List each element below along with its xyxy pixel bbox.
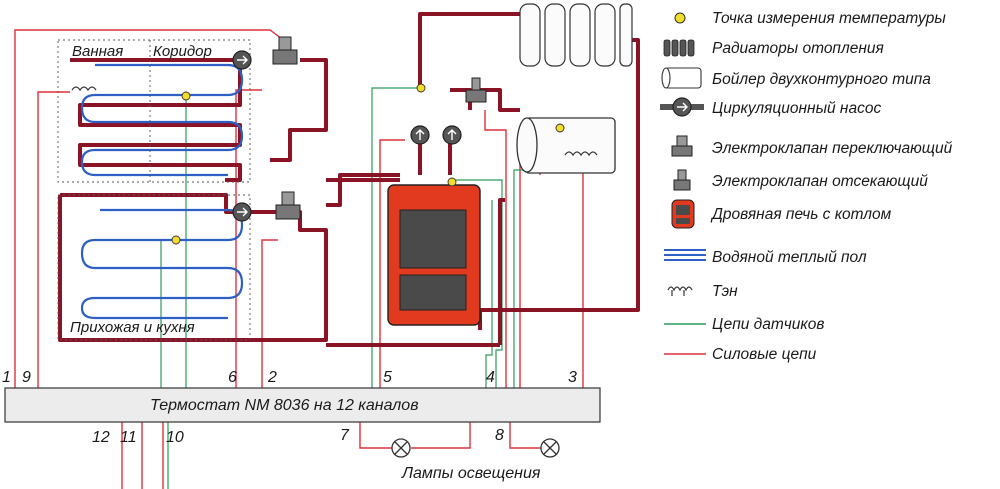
legend-stove-label: Дровяная печь с котлом — [710, 206, 892, 223]
legend-boiler-label: Бойлер двухконтурного типа — [712, 71, 931, 88]
channel-8: 8 — [495, 427, 504, 444]
legend-radiators-label: Радиаторы отопления — [712, 40, 884, 57]
room-hall-kitchen-box — [57, 194, 251, 341]
legend: Точка измерения температуры Радиаторы от… — [660, 10, 953, 363]
legend-valve-cutoff-label: Электроклапан отсекающий — [712, 173, 928, 190]
legend-valve-switch-icon — [671, 135, 693, 157]
channel-6: 6 — [228, 369, 237, 386]
room-corridor-label: Коридор — [153, 43, 212, 60]
valve-switch-lower — [275, 191, 301, 220]
channel-9: 9 — [22, 369, 31, 386]
legend-sensor-circuits-label: Цепи датчиков — [712, 316, 824, 333]
channel-10: 10 — [166, 429, 184, 446]
channel-11: 11 — [120, 429, 137, 446]
channel-7: 7 — [340, 427, 350, 444]
wood-stove — [387, 184, 481, 326]
channel-4: 4 — [486, 369, 495, 386]
valve-switch-upper — [272, 36, 298, 65]
channel-2: 2 — [267, 369, 277, 386]
valve-cutoff — [465, 77, 487, 103]
legend-floor-icon — [664, 249, 706, 261]
legend-pump-label: Циркуляционный насос — [712, 100, 881, 117]
legend-radiator-icon — [663, 39, 695, 57]
channel-12: 12 — [92, 429, 110, 446]
floor-heating-coils — [80, 63, 244, 320]
pump-lower — [232, 202, 252, 222]
lamps-label: Лампы освещения — [401, 465, 541, 482]
legend-sensor-icon — [674, 12, 686, 24]
pump-stove-right — [442, 125, 462, 145]
heating-pipes — [58, 12, 640, 347]
pump-stove-left — [410, 125, 430, 145]
room-bath-corridor-box — [57, 39, 251, 183]
legend-boiler-icon — [661, 67, 702, 89]
sensor-points — [171, 83, 565, 245]
lamp-icon-right — [540, 438, 560, 458]
pump-upper — [232, 50, 252, 70]
legend-power-circuits-label: Силовые цепи — [712, 346, 817, 363]
channel-1: 1 — [2, 369, 11, 386]
lamp-icon-left — [391, 438, 411, 458]
thermostat-box — [4, 387, 601, 423]
bath-heater-icon — [71, 86, 97, 92]
legend-valve-cutoff-icon — [673, 169, 691, 191]
radiators — [519, 3, 633, 67]
legend-pump-icon — [660, 97, 704, 117]
power-wires — [14, 29, 584, 489]
channel-5: 5 — [383, 369, 392, 386]
room-hall-kitchen-label: Прихожая и кухня — [70, 319, 195, 336]
legend-floor-label: Водяной теплый пол — [712, 249, 867, 266]
channel-3: 3 — [568, 369, 577, 386]
legend-valve-switch-label: Электроклапан переключающий — [712, 140, 953, 157]
legend-stove-icon — [671, 199, 695, 229]
thermostat-label: Термостат NM 8036 на 12 каналов — [150, 397, 419, 414]
legend-heater-label: Тэн — [712, 283, 738, 300]
legend-heater-icon — [667, 286, 693, 296]
room-bath-label: Ванная — [72, 43, 123, 60]
legend-sensor-label: Точка измерения температуры — [712, 10, 946, 27]
boiler-tank — [516, 117, 616, 174]
